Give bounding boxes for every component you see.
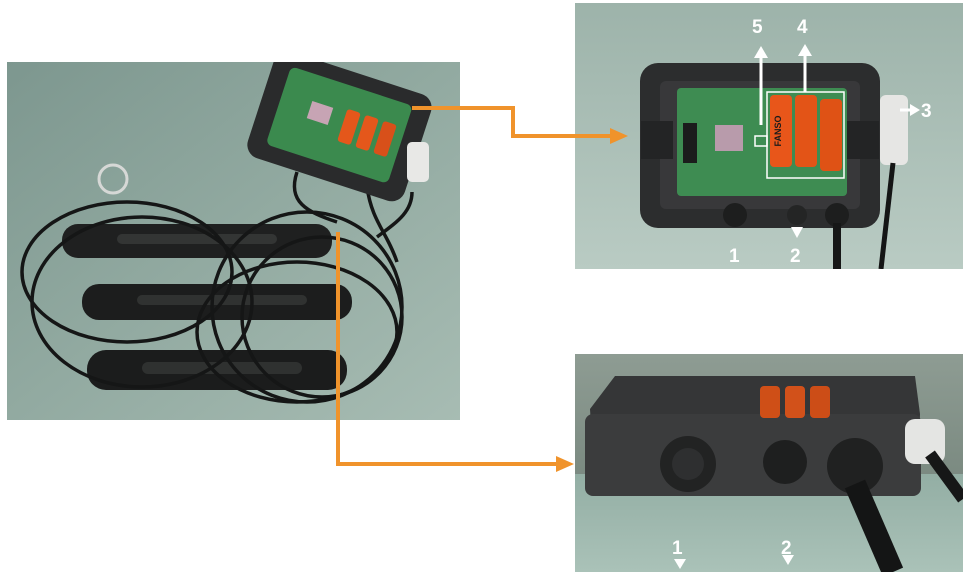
connector-3: [827, 438, 904, 572]
electronics-box: [247, 62, 432, 202]
sensor-bar: [87, 350, 347, 390]
component-highlight: [754, 135, 768, 147]
sensor-bar: [82, 284, 352, 320]
arrowhead: [556, 456, 574, 472]
connector-side-photo: [575, 354, 963, 572]
battery-highlight: [766, 91, 845, 179]
connector-1: [660, 436, 716, 492]
connector-2: [763, 440, 807, 484]
battery-pack: FANSO: [770, 95, 842, 171]
sensor-assembly-photo: [7, 62, 460, 420]
circuit-board-photo: FANSO: [575, 3, 963, 269]
cable-loops: [20, 171, 414, 404]
svg-text:FANSO: FANSO: [773, 115, 783, 146]
